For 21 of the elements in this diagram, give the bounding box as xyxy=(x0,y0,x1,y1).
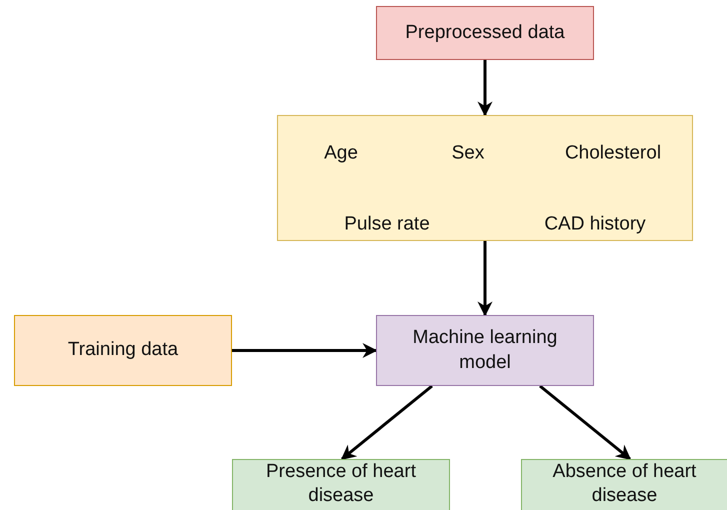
node-label: Preprocessed data xyxy=(404,20,566,45)
feature-label: Sex xyxy=(452,142,484,166)
feature-label: Pulse rate xyxy=(344,212,430,237)
process-box xyxy=(376,6,594,60)
input-box xyxy=(14,315,232,386)
outcome-box xyxy=(521,459,727,510)
model-box xyxy=(376,315,594,386)
arrow xyxy=(478,241,492,316)
feature-label: Age xyxy=(324,142,358,166)
arrow xyxy=(232,343,378,358)
arrow xyxy=(478,60,492,116)
outcome-box xyxy=(232,459,450,510)
node-label: Machine learning model xyxy=(412,326,558,374)
arrow xyxy=(340,384,433,460)
feature-label: Cholesterol xyxy=(564,142,662,166)
arrow xyxy=(539,384,632,460)
feature-label: CAD history xyxy=(544,212,646,237)
feature-box xyxy=(277,115,693,241)
node-label: Absence of heart disease xyxy=(552,460,698,508)
node-label: Presence of heart disease xyxy=(265,460,417,508)
node-label: Training data xyxy=(66,338,180,362)
